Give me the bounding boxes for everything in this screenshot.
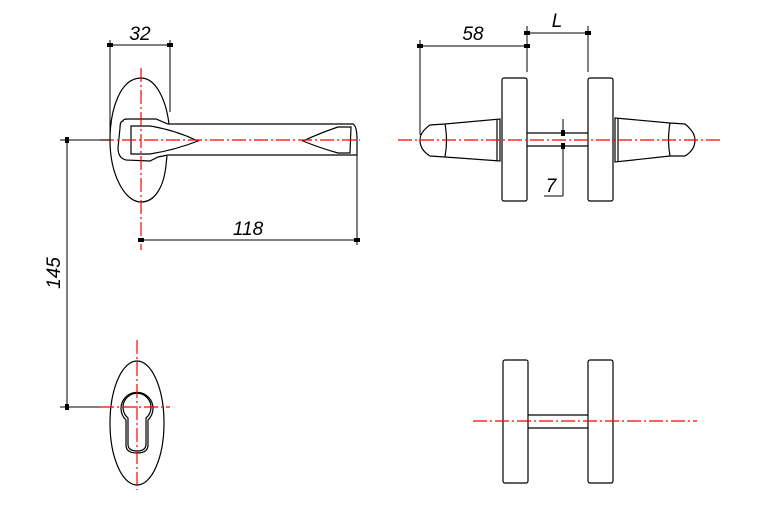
keyhole-escutcheon xyxy=(100,340,170,490)
dimension-label-58: 58 xyxy=(462,24,484,45)
dimension-lever-length: 118 xyxy=(138,150,360,245)
dimension-projection: 58 xyxy=(417,24,530,135)
side-view xyxy=(398,77,722,202)
top-view-rosettes xyxy=(473,359,697,484)
dimension-rosette-width: 32 xyxy=(107,24,173,140)
dimension-label-145: 145 xyxy=(44,257,65,289)
dimension-label-32: 32 xyxy=(129,24,151,45)
lever-rosette xyxy=(109,77,170,203)
dimension-label-118: 118 xyxy=(233,219,264,240)
keyhole-inner-outline xyxy=(122,392,152,452)
dimension-label-7: 7 xyxy=(546,176,558,197)
keyhole-outline xyxy=(120,391,154,454)
dimension-label-L: L xyxy=(552,11,563,32)
dimension-door-thickness: L xyxy=(524,11,591,72)
lever-front-view xyxy=(100,68,360,250)
dimension-center-distance: 145 xyxy=(44,137,110,410)
lever-inner-outline xyxy=(130,125,352,155)
dimension-spindle: 7 xyxy=(544,119,565,197)
